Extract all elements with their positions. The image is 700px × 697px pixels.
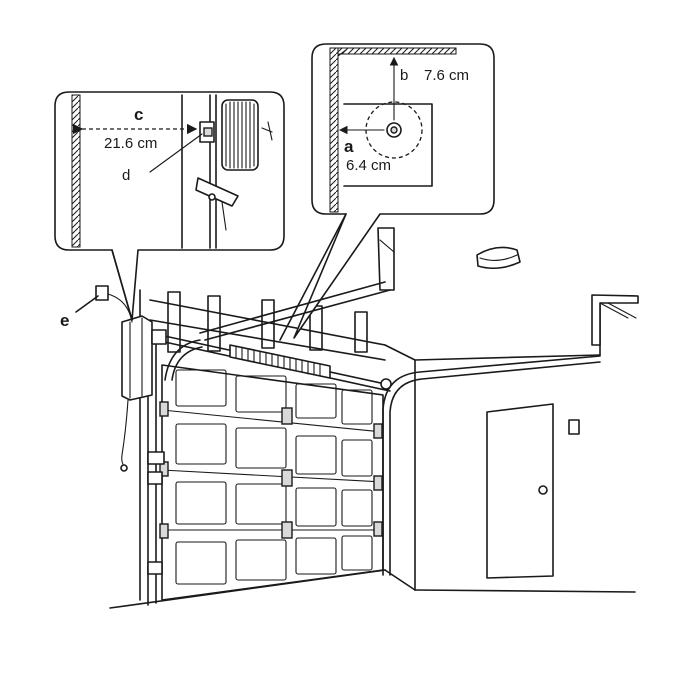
label-d: d [122,167,130,184]
entry-door [486,403,580,579]
torsion-spring [229,344,331,379]
door-panels [175,369,373,585]
cable-drum [221,99,273,171]
callout-pointers [111,213,347,341]
label-c: c [134,105,143,124]
dim-a: 6.4 cm [346,157,391,174]
ceiling-hanger [199,227,395,341]
wall-framing [149,291,386,361]
ceiling-bracket [591,294,639,346]
door-track [164,339,601,576]
wall-mount-opener [107,293,167,472]
label-a: a [344,137,354,156]
dim-b: 7.6 cm [424,67,469,84]
garage-door [159,364,384,601]
door-hinges [159,401,383,539]
callout-right [293,43,495,339]
label-b: b [400,67,408,84]
label-e: e [60,311,69,330]
dim-c: 21.6 cm [104,135,157,152]
wall-outlet [75,285,109,313]
callout-left [54,91,285,321]
ceiling-light [476,246,521,270]
